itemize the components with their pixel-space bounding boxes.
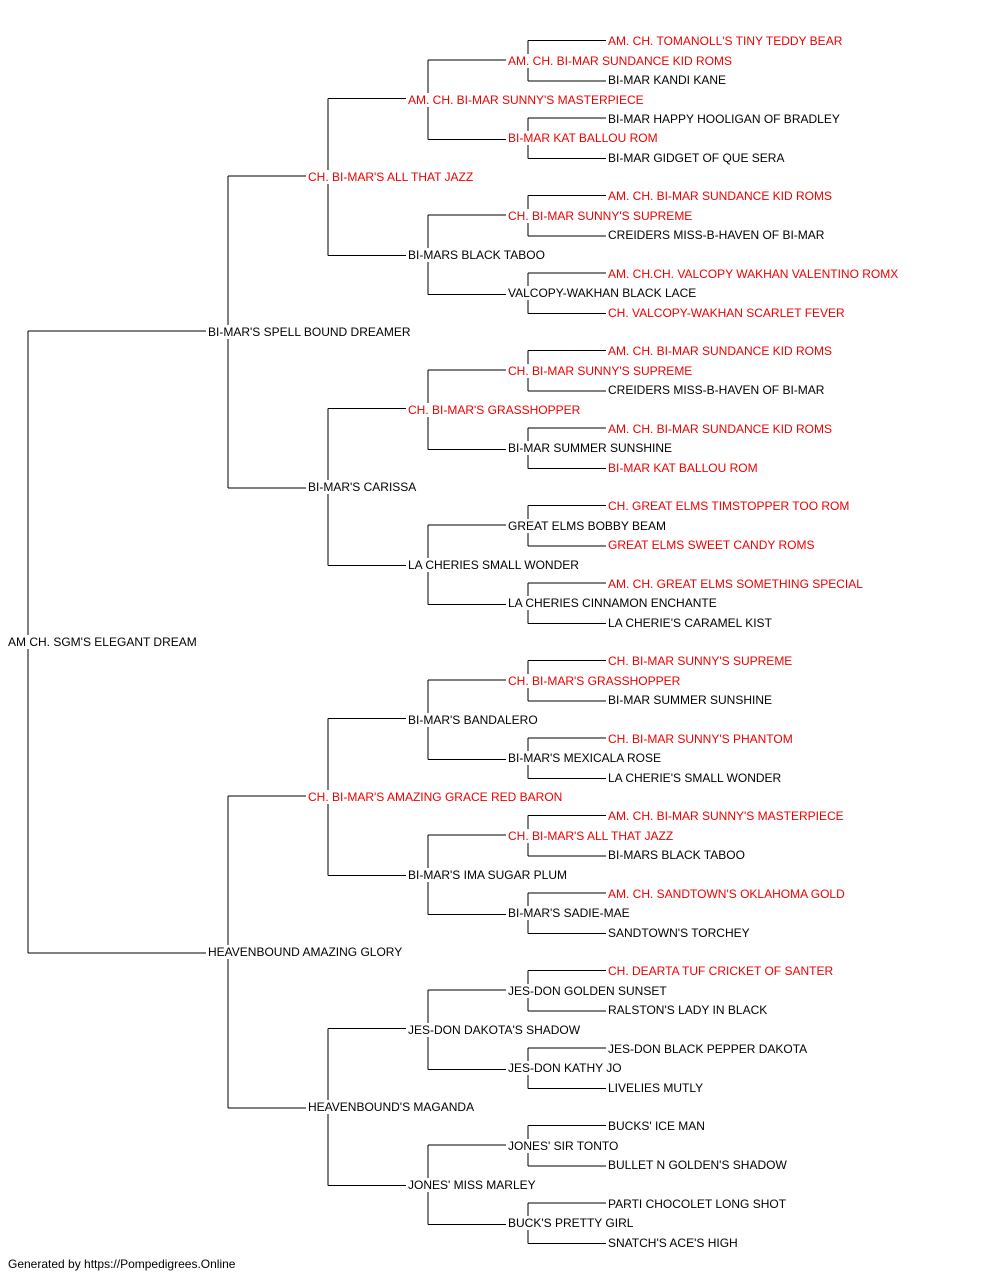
- pedigree-entry-gen4: JES-DON GOLDEN SUNSET: [507, 983, 668, 998]
- pedigree-entry-gen5: CH. VALCOPY-WAKHAN SCARLET FEVER: [607, 305, 846, 320]
- pedigree-entry-gen4: BI-MAR'S MEXICALA ROSE: [507, 751, 662, 766]
- pedigree-entry-gen5: AM. CH. BI-MAR SUNDANCE KID ROMS: [607, 421, 834, 436]
- pedigree-entry-gen4: CH. BI-MAR'S ALL THAT JAZZ: [507, 828, 675, 843]
- pedigree-entry-gen4: CH. BI-MAR SUNNY'S SUPREME: [507, 363, 694, 378]
- pedigree-entry-gen4: BUCK'S PRETTY GIRL: [507, 1216, 635, 1231]
- pedigree-entry-gen5: BI-MAR GIDGET OF QUE SERA: [607, 150, 786, 165]
- pedigree-entry-gen5: CH. BI-MAR SUNNY'S PHANTOM: [607, 731, 794, 746]
- pedigree-entry-gen5: SANDTOWN'S TORCHEY: [607, 925, 751, 940]
- pedigree-entry-gen4: CH. BI-MAR SUNNY'S SUPREME: [507, 208, 694, 223]
- pedigree-entry-gen5: JES-DON BLACK PEPPER DAKOTA: [607, 1041, 809, 1056]
- pedigree-entry-gen5: BI-MARS BLACK TABOO: [607, 848, 746, 863]
- pedigree-entry-gen4: LA CHERIES CINNAMON ENCHANTE: [507, 596, 718, 611]
- pedigree-entry-gen2: BI-MAR'S CARISSA: [307, 480, 418, 494]
- pedigree-entry-gen5: CH. DEARTA TUF CRICKET OF SANTER: [607, 964, 835, 979]
- pedigree-entry-gen3: AM. CH. BI-MAR SUNNY'S MASTERPIECE: [407, 92, 645, 107]
- pedigree-entry-gen3: BI-MARS BLACK TABOO: [407, 247, 546, 262]
- pedigree-entry-gen2: CH. BI-MAR'S AMAZING GRACE RED BARON: [307, 790, 564, 804]
- pedigree-entry-gen5: CH. BI-MAR SUNNY'S SUPREME: [607, 654, 794, 669]
- pedigree-entry-gen5: AM. CH. SANDTOWN'S OKLAHOMA GOLD: [607, 886, 846, 901]
- pedigree-entry-gen0: AM CH. SGM'S ELEGANT DREAM: [7, 635, 198, 649]
- pedigree-entry-gen4: BI-MAR SUMMER SUNSHINE: [507, 441, 674, 456]
- pedigree-entry-gen5: AM. CH. BI-MAR SUNNY'S MASTERPIECE: [607, 809, 845, 824]
- pedigree-entry-gen4: CH. BI-MAR'S GRASSHOPPER: [507, 673, 682, 688]
- pedigree-entry-gen3: JES-DON DAKOTA'S SHADOW: [407, 1022, 582, 1037]
- pedigree-entry-gen5: BI-MAR SUMMER SUNSHINE: [607, 693, 774, 708]
- pedigree-entry-gen2: HEAVENBOUND'S MAGANDA: [307, 1100, 476, 1114]
- pedigree-entry-gen5: AM. CH.CH. VALCOPY WAKHAN VALENTINO ROMX: [607, 266, 900, 281]
- pedigree-entry-gen3: CH. BI-MAR'S GRASSHOPPER: [407, 402, 582, 417]
- generated-by-footer: Generated by https://Pompedigrees.Online: [8, 1257, 236, 1271]
- pedigree-entry-gen4: BI-MAR KAT BALLOU ROM: [507, 131, 659, 146]
- pedigree-entry-gen2: CH. BI-MAR'S ALL THAT JAZZ: [307, 170, 475, 184]
- pedigree-entry-gen5: LA CHERIE'S CARAMEL KIST: [607, 615, 773, 630]
- pedigree-entry-gen5: RALSTON'S LADY IN BLACK: [607, 1003, 769, 1018]
- pedigree-entry-gen5: LIVELIES MUTLY: [607, 1080, 705, 1095]
- pedigree-entry-gen4: VALCOPY-WAKHAN BLACK LACE: [507, 286, 698, 301]
- pedigree-entry-gen5: CH. GREAT ELMS TIMSTOPPER TOO ROM: [607, 499, 851, 514]
- pedigree-entry-gen4: JONES' SIR TONTO: [507, 1138, 620, 1153]
- pedigree-entry-gen3: JONES' MISS MARLEY: [407, 1177, 537, 1192]
- pedigree-entry-gen5: AM. CH. BI-MAR SUNDANCE KID ROMS: [607, 344, 834, 359]
- pedigree-entry-gen4: AM. CH. BI-MAR SUNDANCE KID ROMS: [507, 53, 734, 68]
- pedigree-entry-gen5: CREIDERS MISS-B-HAVEN OF BI-MAR: [607, 228, 826, 243]
- pedigree-entry-gen1: HEAVENBOUND AMAZING GLORY: [207, 945, 404, 959]
- pedigree-entry-gen5: BI-MAR KANDI KANE: [607, 73, 728, 88]
- pedigree-entry-gen5: BI-MAR HAPPY HOOLIGAN OF BRADLEY: [607, 111, 841, 126]
- pedigree-entry-gen5: PARTI CHOCOLET LONG SHOT: [607, 1196, 788, 1211]
- pedigree-entry-gen3: BI-MAR'S IMA SUGAR PLUM: [407, 867, 568, 882]
- pedigree-entry-gen4: BI-MAR'S SADIE-MAE: [507, 906, 631, 921]
- pedigree-entry-gen5: BULLET N GOLDEN'S SHADOW: [607, 1158, 788, 1173]
- pedigree-entry-gen5: CREIDERS MISS-B-HAVEN OF BI-MAR: [607, 383, 826, 398]
- pedigree-entry-gen5: AM. CH. TOMANOLL'S TINY TEDDY BEAR: [607, 34, 844, 49]
- pedigree-entry-gen3: LA CHERIES SMALL WONDER: [407, 557, 580, 572]
- pedigree-entry-gen4: JES-DON KATHY JO: [507, 1061, 623, 1076]
- pedigree-entry-gen5: SNATCH'S ACE'S HIGH: [607, 1235, 739, 1250]
- pedigree-entry-gen5: BI-MAR KAT BALLOU ROM: [607, 460, 759, 475]
- pedigree-entry-gen4: GREAT ELMS BOBBY BEAM: [507, 518, 668, 533]
- pedigree-entry-gen5: LA CHERIE'S SMALL WONDER: [607, 770, 783, 785]
- pedigree-entry-gen5: GREAT ELMS SWEET CANDY ROMS: [607, 538, 816, 553]
- pedigree-entry-gen5: BUCKS' ICE MAN: [607, 1119, 706, 1134]
- pedigree-entry-gen5: AM. CH. BI-MAR SUNDANCE KID ROMS: [607, 189, 834, 204]
- pedigree-entry-gen1: BI-MAR'S SPELL BOUND DREAMER: [207, 325, 412, 339]
- pedigree-entry-gen5: AM. CH. GREAT ELMS SOMETHING SPECIAL: [607, 576, 864, 591]
- pedigree-entry-gen3: BI-MAR'S BANDALERO: [407, 712, 539, 727]
